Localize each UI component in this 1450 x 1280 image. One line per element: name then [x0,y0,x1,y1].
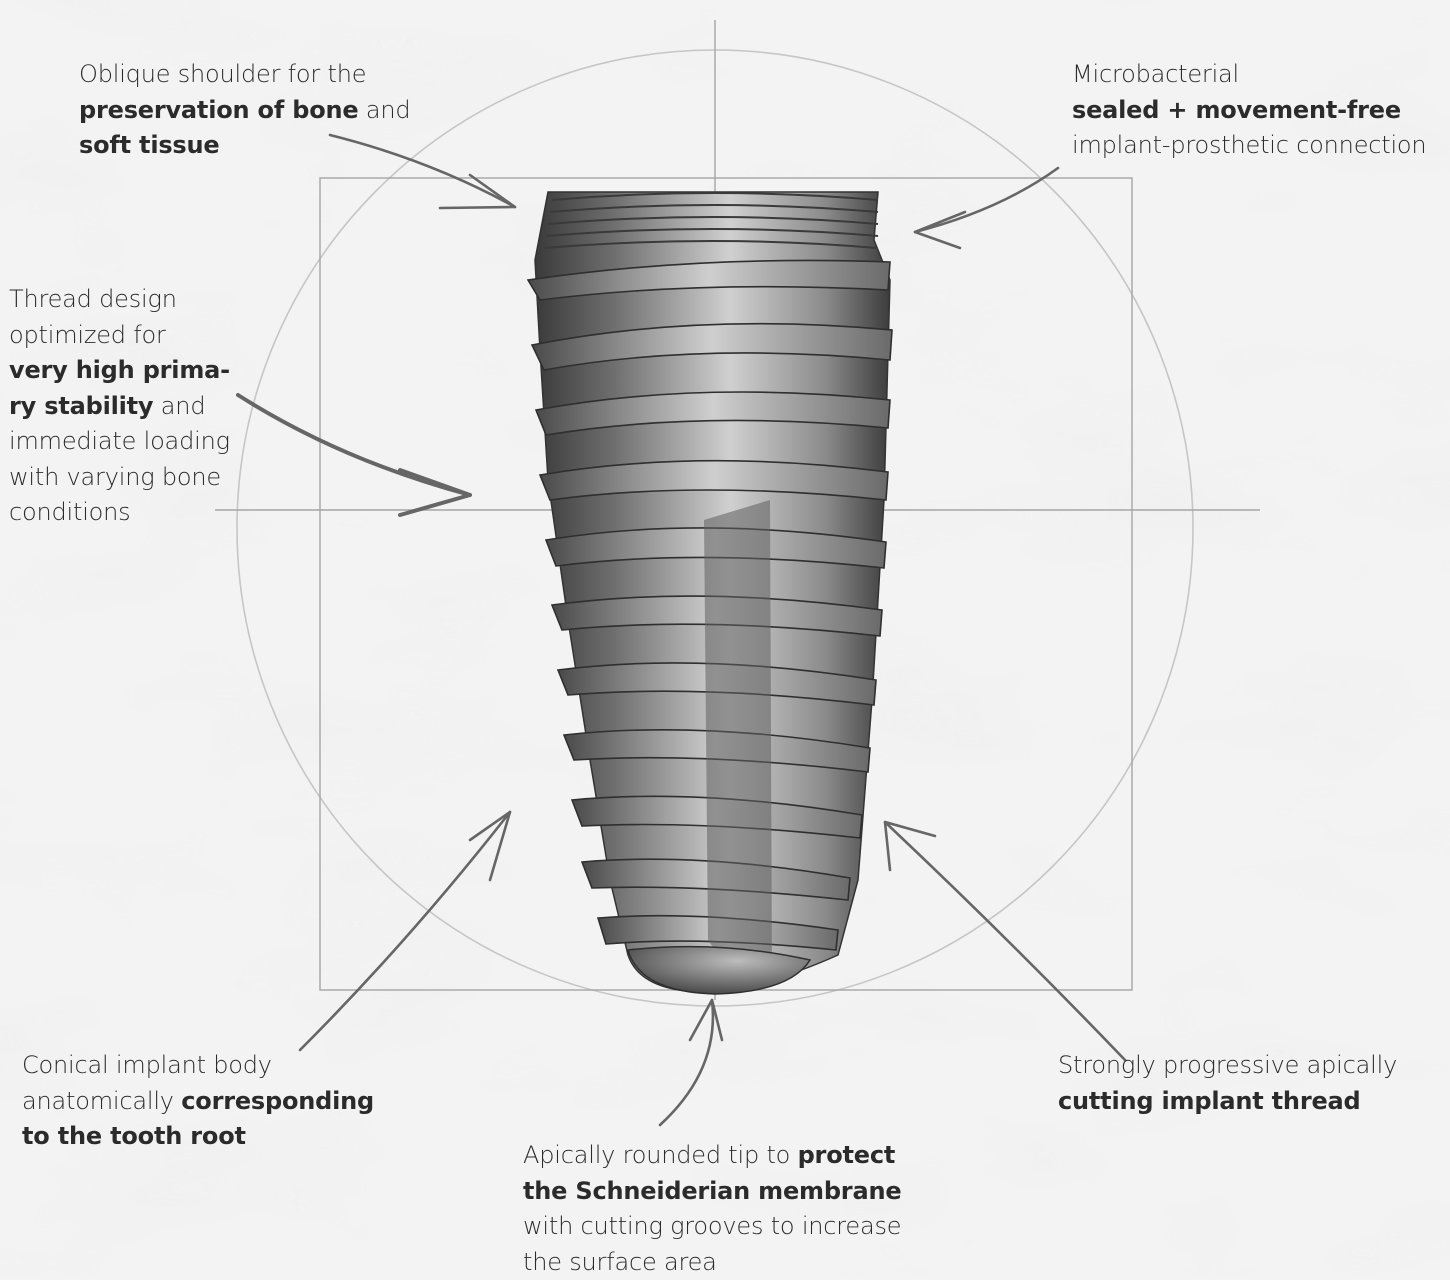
label-microbacterial: Microbacterial sealed + movement-free im… [1072,57,1426,164]
label-bold: sealed + movement-free [1072,96,1401,124]
label-line: preservation of bone and [79,93,410,129]
arrow-cutting-thread [885,822,1125,1060]
label-bold: corresponding [181,1087,374,1115]
label-line: anatomically corresponding [22,1084,374,1120]
label-bold: cutting implant thread [1058,1087,1361,1115]
label-line: the surface area [523,1245,901,1280]
label-line: Microbacterial [1072,57,1426,93]
label-line: implant-prosthetic connection [1072,128,1426,164]
label-bold: soft tissue [79,131,219,159]
label-bold: preservation of bone [79,96,358,124]
label-text: and [358,96,410,124]
label-line: Conical implant body [22,1048,374,1084]
label-thread-design: Thread design optimized for very high pr… [9,282,230,531]
label-bold: ry stability [9,392,153,420]
label-line: soft tissue [79,128,410,164]
label-text: anatomically [22,1087,181,1115]
label-bold: very high prima- [9,356,230,384]
label-line: Oblique shoulder for the [79,57,410,93]
label-conical-body: Conical implant body anatomically corres… [22,1048,374,1155]
label-rounded-tip: Apically rounded tip to protect the Schn… [523,1138,901,1280]
label-text: and [153,392,205,420]
label-line: the Schneiderian membrane [523,1174,901,1210]
arrow-thread-design [238,395,470,515]
label-line: sealed + movement-free [1072,93,1426,129]
label-line: cutting implant thread [1058,1084,1397,1120]
implant-body [528,192,892,994]
label-line: Thread design [9,282,230,318]
label-line: to the tooth root [22,1119,374,1155]
label-bold: protect [798,1141,896,1169]
label-bold: the Schneiderian membrane [523,1177,901,1205]
label-oblique-shoulder: Oblique shoulder for the preservation of… [79,57,410,164]
arrow-conical-body [300,812,510,1050]
label-line: ry stability and [9,389,230,425]
arrow-tip [660,1000,722,1125]
label-line: very high prima- [9,353,230,389]
label-bold: to the tooth root [22,1122,246,1150]
label-line: Apically rounded tip to protect [523,1138,901,1174]
label-text: Apically rounded tip to [523,1141,798,1169]
label-line: Strongly progressive apically [1058,1048,1397,1084]
label-line: with varying bone [9,460,230,496]
label-line: with cutting grooves to increase [523,1209,901,1245]
label-cutting-thread: Strongly progressive apically cutting im… [1058,1048,1397,1119]
arrow-connection [915,168,1058,248]
label-line: optimized for [9,318,230,354]
cutting-groove [704,500,772,980]
label-line: conditions [9,495,230,531]
label-line: immediate loading [9,424,230,460]
